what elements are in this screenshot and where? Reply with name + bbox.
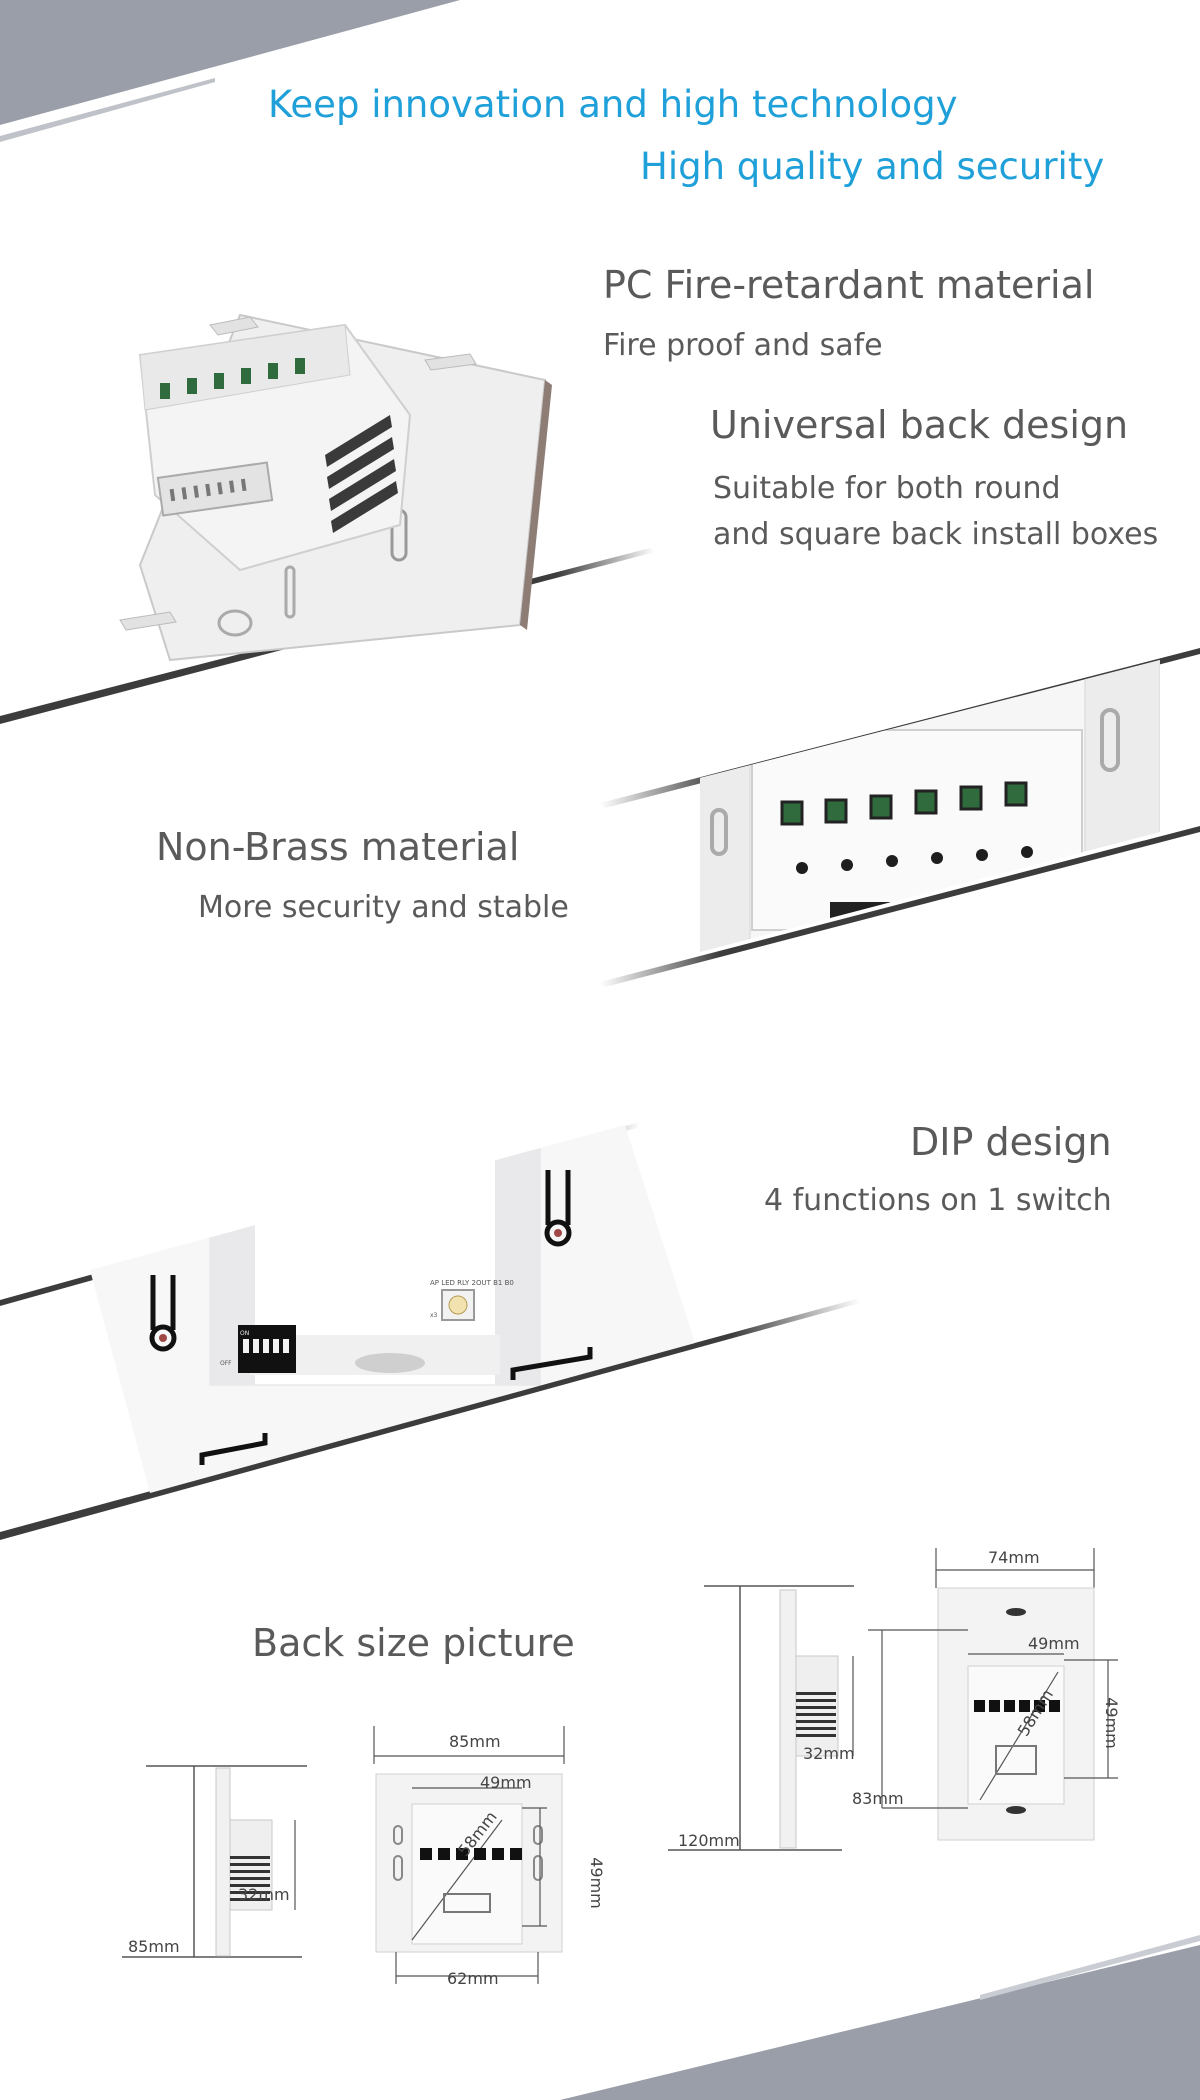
square-front-height: 49mm [586, 1857, 606, 1909]
slogan-line-1: Keep innovation and high technology [268, 83, 958, 126]
square-front-view [373, 1726, 565, 1984]
dip-switch-photo: ON OFF AP LED RLY 2OUT B1 B0 x3 [90, 1125, 695, 1493]
square-side-height: 85mm [128, 1937, 180, 1956]
tall-side-depth: 32mm [803, 1744, 855, 1763]
feature-back-line-1: Suitable for both round [713, 471, 1061, 506]
feature-fire-subtitle: Fire proof and safe [603, 328, 883, 363]
tall-front-width: 74mm [988, 1548, 1040, 1567]
square-side-view [122, 1765, 307, 1958]
tall-front-mount: 83mm [852, 1789, 904, 1808]
feature-back-title: Universal back design [710, 403, 1129, 447]
size-section-title: Back size picture [252, 1621, 575, 1665]
square-front-bottom: 62mm [447, 1969, 499, 1988]
feature-dip-title: DIP design [910, 1120, 1112, 1164]
feature-dip-subtitle: 4 functions on 1 switch [764, 1183, 1112, 1218]
feature-fire-title: PC Fire-retardant material [603, 263, 1095, 307]
feature-brass-title: Non-Brass material [156, 825, 520, 869]
square-front-width: 85mm [449, 1732, 501, 1751]
dip-on-label: ON [240, 1330, 249, 1337]
tall-side-height: 120mm [678, 1831, 740, 1850]
tall-front-view [868, 1548, 1118, 1841]
square-side-depth: 32mm [238, 1885, 290, 1904]
dip-x-label: x3 [430, 1312, 438, 1319]
terminal-closeup-photo [700, 660, 1160, 952]
feature-brass-subtitle: More security and stable [198, 890, 569, 925]
slogan-line-2: High quality and security [640, 145, 1105, 188]
tall-front-inner-width: 49mm [1028, 1634, 1080, 1653]
switch-back-photo [119, 313, 552, 662]
tall-front-height: 49mm [1101, 1697, 1121, 1749]
feature-back-line-2: and square back install boxes [713, 517, 1159, 552]
dip-panel-label: AP LED RLY 2OUT B1 B0 [430, 1279, 514, 1287]
tall-side-view [668, 1585, 854, 1851]
dip-off-label: OFF [220, 1360, 232, 1367]
square-front-inner-width: 49mm [480, 1773, 532, 1792]
